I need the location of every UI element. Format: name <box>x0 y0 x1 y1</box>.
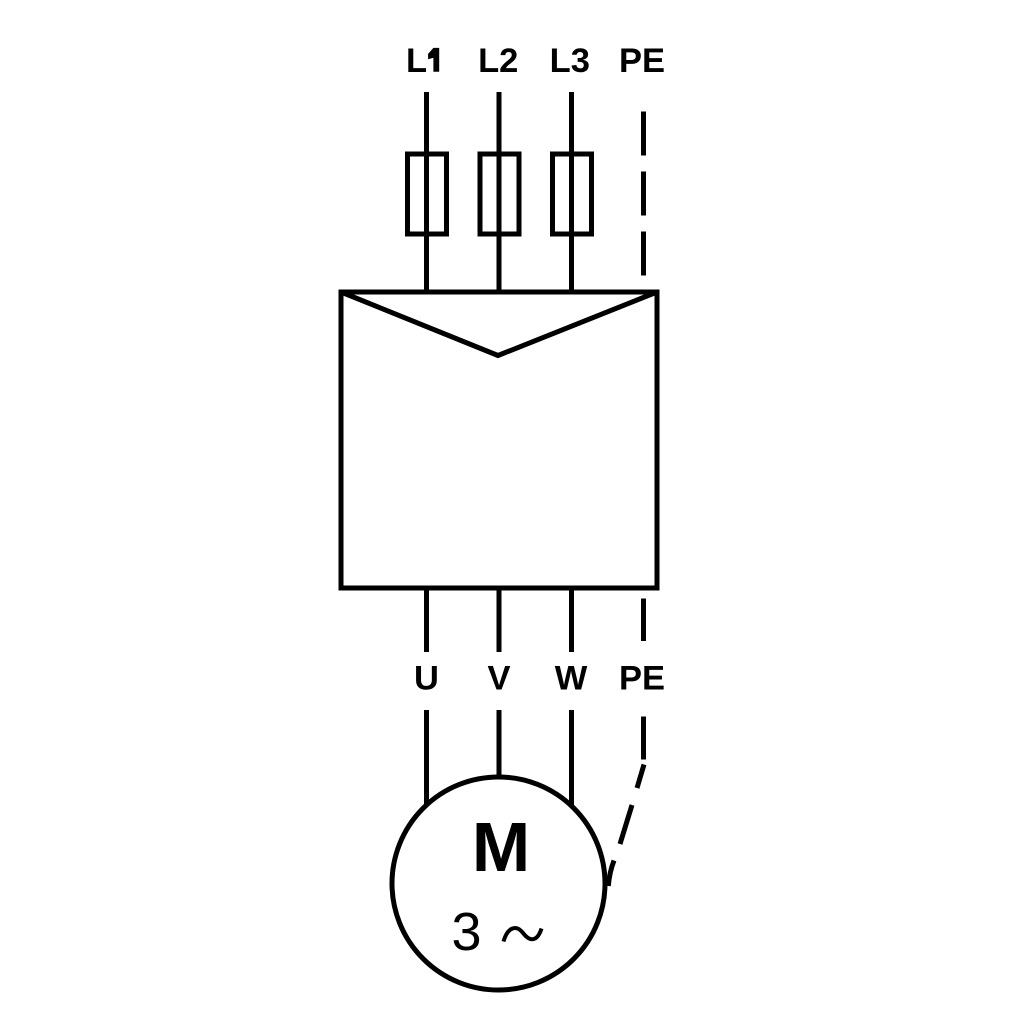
svg-text:L: L <box>406 42 427 80</box>
svg-text:3: 3 <box>451 902 481 962</box>
svg-text:PE: PE <box>619 660 665 698</box>
svg-text:V: V <box>487 660 510 698</box>
svg-text:L2: L2 <box>478 42 518 80</box>
svg-text:PE: PE <box>619 42 665 80</box>
svg-text:M: M <box>472 808 530 886</box>
svg-text:L3: L3 <box>550 42 590 80</box>
svg-text:U: U <box>414 660 439 698</box>
svg-text:W: W <box>555 660 588 698</box>
